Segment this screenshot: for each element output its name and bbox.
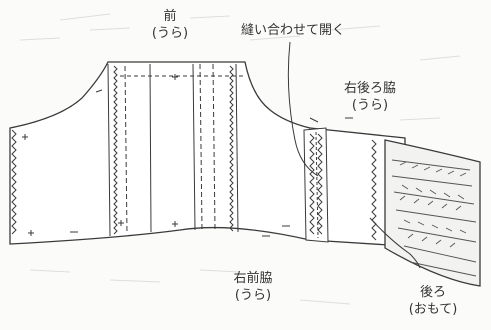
fabric-texture — [19, 13, 461, 305]
right-back-side-label: 右後ろ脇 (うら) — [343, 81, 396, 113]
front-panel-seams — [107, 63, 243, 237]
right-front-side-label: 右前脇 (うら) — [233, 271, 273, 303]
leader-lines — [287, 41, 421, 269]
back-piece — [384, 139, 481, 287]
left-edge-zigzag — [11, 129, 17, 235]
back-piece-texture — [391, 159, 477, 277]
seam-label: 縫い合わせて開く — [240, 23, 345, 38]
back-label: 後ろ (おもて) — [408, 285, 458, 317]
front-label: 前 (うら) — [151, 9, 189, 41]
front-piece-outline — [9, 61, 311, 245]
